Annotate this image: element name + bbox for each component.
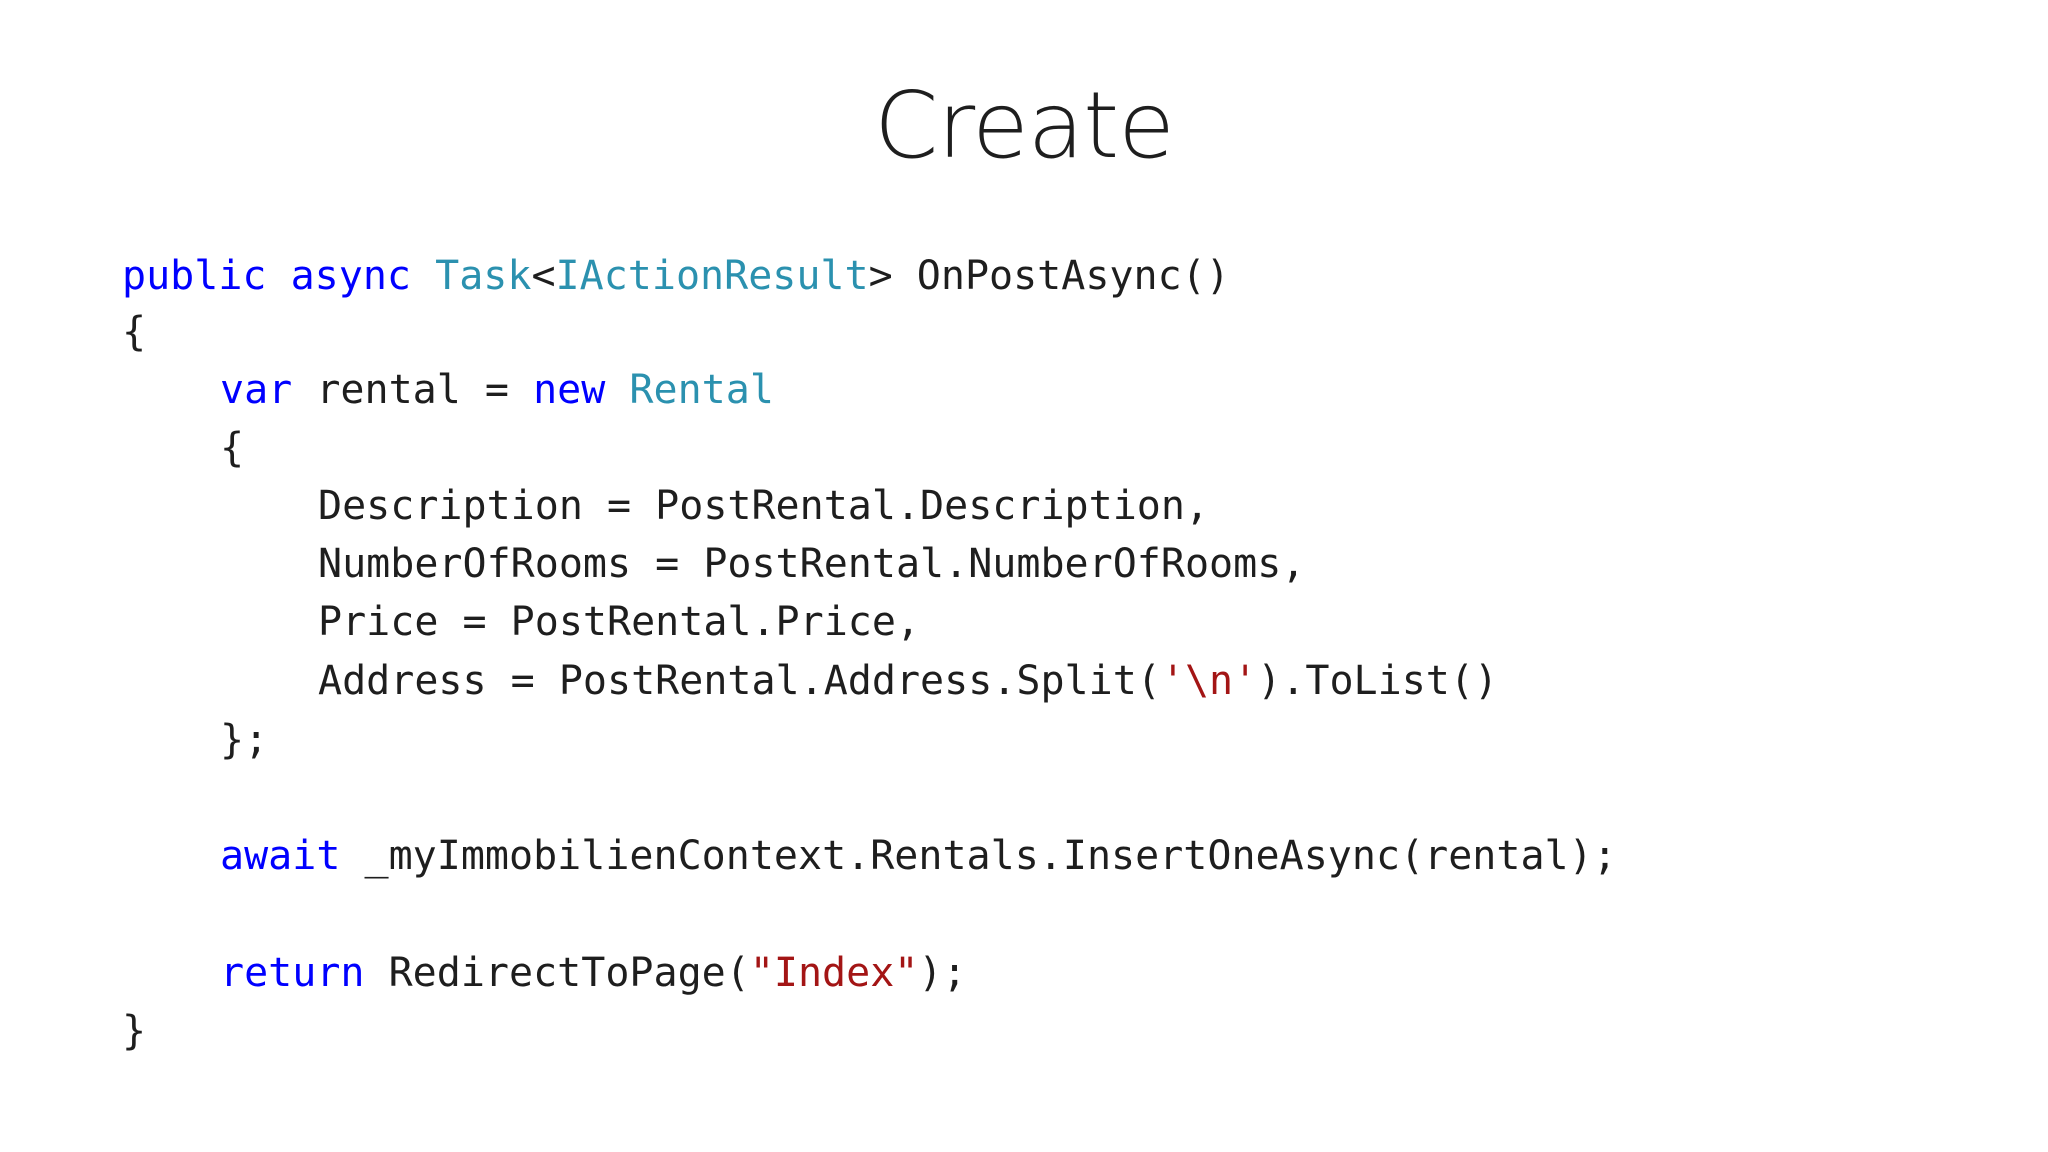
string-literal-index: "Index" <box>749 950 919 996</box>
method-name: > OnPostAsync() <box>868 253 1230 299</box>
address-suffix: ).ToList() <box>1257 658 1499 704</box>
code-line-initializer-close: }; <box>220 717 269 763</box>
type-rental: Rental <box>629 367 774 413</box>
code-space <box>267 253 291 299</box>
generic-open: < <box>531 253 556 299</box>
code-line-return: return RedirectToPage("Index"); <box>220 947 967 999</box>
keyword-async: async <box>290 253 412 299</box>
code-line-open-brace: { <box>122 309 147 355</box>
keyword-public: public <box>122 253 267 299</box>
code-line-price: Price = PostRental.Price, <box>318 599 921 645</box>
string-literal-newline: '\n' <box>1160 658 1258 704</box>
address-prefix: Address = PostRental.Address.Split( <box>318 658 1161 704</box>
redirect-call-suffix: ); <box>918 950 967 996</box>
code-line-method-signature: public async Task<IActionResult> OnPostA… <box>122 250 1230 302</box>
slide-title: Create <box>874 72 1175 179</box>
assignment-text: rental = <box>292 367 534 413</box>
keyword-var: var <box>220 367 293 413</box>
insert-call: _myImmobilienContext.Rentals.InsertOneAs… <box>340 833 1617 879</box>
code-line-address: Address = PostRental.Address.Split('\n')… <box>318 655 1498 707</box>
code-space <box>605 367 629 413</box>
keyword-return: return <box>220 950 365 996</box>
redirect-call-prefix: RedirectToPage( <box>364 950 750 996</box>
code-line-initializer-open: { <box>220 425 245 471</box>
code-line-await-insert: await _myImmobilienContext.Rentals.Inser… <box>220 830 1617 882</box>
code-line-close-brace: } <box>122 1008 147 1054</box>
keyword-new: new <box>533 367 606 413</box>
code-line-description: Description = PostRental.Description, <box>318 483 1210 529</box>
code-line-number-of-rooms: NumberOfRooms = PostRental.NumberOfRooms… <box>318 541 1306 587</box>
code-space <box>411 253 435 299</box>
type-task: Task <box>435 253 532 299</box>
keyword-await: await <box>220 833 341 879</box>
type-iactionresult: IActionResult <box>555 253 869 299</box>
code-line-var-rental: var rental = new Rental <box>220 364 774 416</box>
